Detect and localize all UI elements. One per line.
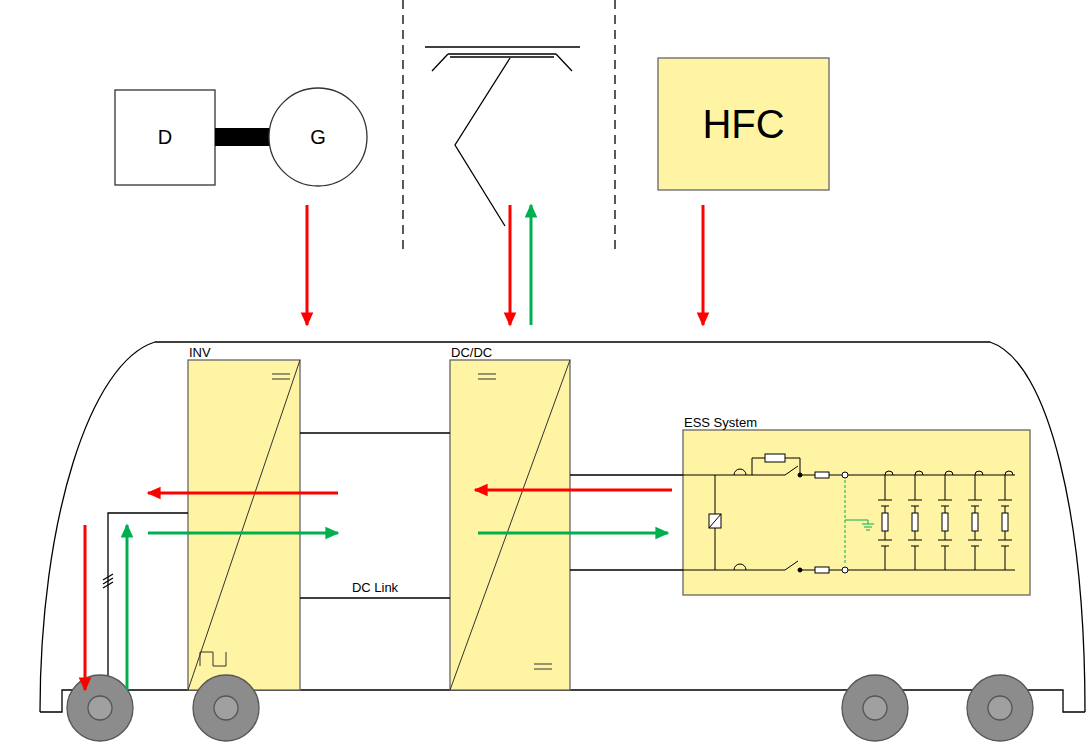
ess-circuit bbox=[709, 514, 721, 528]
inverter-symbol bbox=[188, 360, 300, 690]
power-flow-arrow bbox=[85, 205, 703, 690]
fuel-cell-box: HFC bbox=[658, 58, 829, 190]
inverter-box-fill bbox=[188, 360, 300, 690]
ess-circuit bbox=[709, 514, 721, 528]
box-heading: DC/DC bbox=[451, 346, 492, 360]
ess-circuit bbox=[968, 500, 982, 546]
ess-wire bbox=[570, 474, 683, 475]
converter-box: DC/DC bbox=[450, 360, 570, 690]
wheel bbox=[863, 696, 887, 720]
ess-circuit bbox=[815, 567, 829, 573]
shaft-connector bbox=[215, 128, 269, 146]
ess-circuit bbox=[938, 500, 952, 546]
power-flow-arrow bbox=[148, 532, 338, 535]
ess-circuit bbox=[998, 500, 1012, 546]
three-phase-wire bbox=[103, 513, 188, 690]
pantograph-symbol bbox=[455, 58, 510, 226]
ess-circuit bbox=[815, 472, 829, 478]
power-flow-arrow bbox=[702, 205, 705, 325]
connector-label: DC Link bbox=[350, 581, 400, 595]
wheel bbox=[967, 675, 1033, 741]
ess-circuit bbox=[842, 567, 848, 573]
ess-circuit bbox=[878, 500, 892, 546]
three-phase-wire bbox=[108, 513, 188, 690]
generator-circle: G bbox=[268, 87, 368, 187]
ess-circuit bbox=[683, 466, 1015, 475]
power-flow-arrow bbox=[84, 525, 87, 690]
power-flow-arrow bbox=[306, 205, 309, 325]
power-flow-arrow bbox=[509, 205, 512, 325]
converter-symbol bbox=[478, 374, 496, 379]
ground-symbol bbox=[845, 480, 874, 565]
ess-circuit bbox=[972, 513, 978, 531]
dc-link-wire bbox=[300, 432, 450, 433]
node-label: G bbox=[310, 126, 326, 149]
converter-symbol bbox=[534, 664, 552, 669]
ess-circuit bbox=[842, 472, 848, 478]
wheel bbox=[988, 696, 1012, 720]
power-flow-arrow bbox=[475, 489, 672, 492]
power-flow-arrow bbox=[478, 532, 668, 535]
pantograph-symbol bbox=[432, 54, 572, 71]
ess-circuit bbox=[885, 471, 1013, 475]
dc-link-wire bbox=[300, 597, 450, 598]
power-flow-arrow bbox=[126, 525, 129, 690]
node-label: D bbox=[158, 126, 172, 149]
ess-circuit bbox=[908, 500, 922, 546]
wheel bbox=[842, 675, 908, 741]
power-flow-arrow bbox=[530, 205, 533, 325]
ess-box: ESS System bbox=[683, 430, 1030, 595]
ess-circuit bbox=[882, 513, 888, 531]
three-phase-wire bbox=[103, 574, 113, 588]
ess-circuit bbox=[912, 513, 918, 531]
ess-circuit bbox=[1002, 513, 1008, 531]
engine-box: D bbox=[115, 90, 215, 185]
connector-layer bbox=[215, 137, 683, 598]
inverter-symbol bbox=[200, 652, 226, 666]
fuel-cell-box-fill bbox=[658, 58, 829, 190]
wheel bbox=[67, 675, 133, 741]
ground-symbol bbox=[845, 480, 846, 565]
converter-box-fill bbox=[450, 360, 570, 690]
train-body-outline bbox=[40, 342, 1085, 712]
wheel bbox=[88, 696, 112, 720]
train-body-outline bbox=[40, 342, 1085, 712]
box-heading: INV bbox=[189, 346, 211, 360]
node-label: HFC bbox=[702, 101, 784, 147]
converter-symbol bbox=[450, 360, 570, 690]
ess-circuit bbox=[942, 513, 948, 531]
box-heading: ESS System bbox=[684, 416, 757, 430]
ess-circuit bbox=[765, 454, 785, 462]
ground-symbol bbox=[845, 520, 874, 530]
ess-box-fill bbox=[683, 430, 1030, 595]
converter-symbol bbox=[450, 360, 570, 690]
inverter-symbol bbox=[188, 360, 300, 690]
boundary-dashed-line bbox=[402, 0, 403, 252]
node-fill bbox=[115, 58, 1030, 690]
inverter-box: INV bbox=[188, 360, 300, 690]
boundary-dashed-line bbox=[614, 0, 615, 252]
ess-circuit bbox=[683, 454, 1015, 573]
ess-circuit bbox=[798, 568, 802, 572]
circle-outline bbox=[269, 88, 367, 186]
wheel bbox=[193, 675, 259, 741]
wheel bbox=[67, 675, 1033, 741]
wheel bbox=[214, 696, 238, 720]
engine-box-fill bbox=[115, 90, 215, 185]
ess-circuit bbox=[683, 561, 1015, 570]
pantograph-symbol bbox=[425, 46, 580, 47]
inverter-symbol bbox=[272, 374, 290, 379]
ess-circuit bbox=[798, 473, 802, 477]
power-flow-arrow bbox=[148, 492, 338, 495]
pantograph-symbol bbox=[425, 47, 580, 226]
ess-circuit bbox=[734, 469, 746, 570]
ess-wire bbox=[570, 569, 683, 570]
